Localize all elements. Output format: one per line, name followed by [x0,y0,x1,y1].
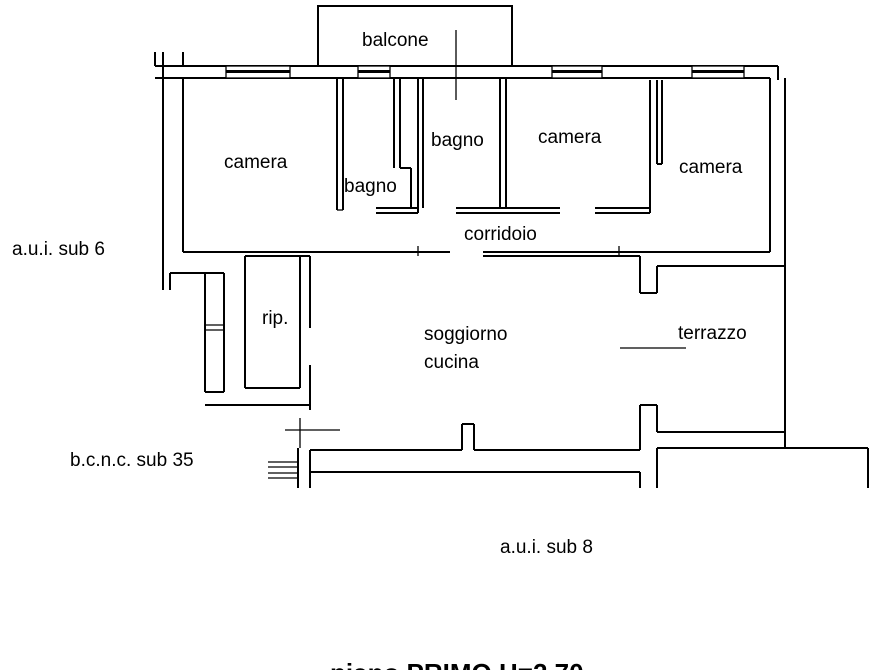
floor-caption: piano PRIMO H=2,70 [330,658,584,670]
soggiorno-walls [310,256,686,451]
corridoio-walls [183,246,770,257]
landing-walls [169,272,340,488]
camera-left-walls [182,78,344,252]
label-camera-left: camera [224,152,288,173]
label-camera-mid: camera [538,127,602,148]
terrazzo-walls [657,265,785,433]
windows [225,65,745,79]
bagno-small-walls [376,78,418,214]
label-balcone: balcone [362,30,429,51]
label-ripostiglio: rip. [262,308,288,329]
balcony-walls [317,5,513,100]
lower-neighbor-walls [310,447,869,488]
label-terrazzo: terrazzo [678,323,747,344]
label-bagno-small: bagno [344,176,397,197]
label-corridoio: corridoio [464,224,537,245]
label-aui-sub8: a.u.i. sub 8 [500,537,593,558]
bagno-center-walls [417,78,507,214]
ripostiglio-walls [244,255,311,410]
label-cucina: cucina [424,352,479,373]
label-camera-right: camera [679,157,743,178]
label-bagno-center: bagno [431,130,484,151]
label-soggiorno: soggiorno [424,324,507,345]
label-bcnc-sub35: b.c.n.c. sub 35 [70,450,194,471]
label-aui-sub6: a.u.i. sub 6 [12,239,105,260]
camera-mid-walls [506,80,663,214]
